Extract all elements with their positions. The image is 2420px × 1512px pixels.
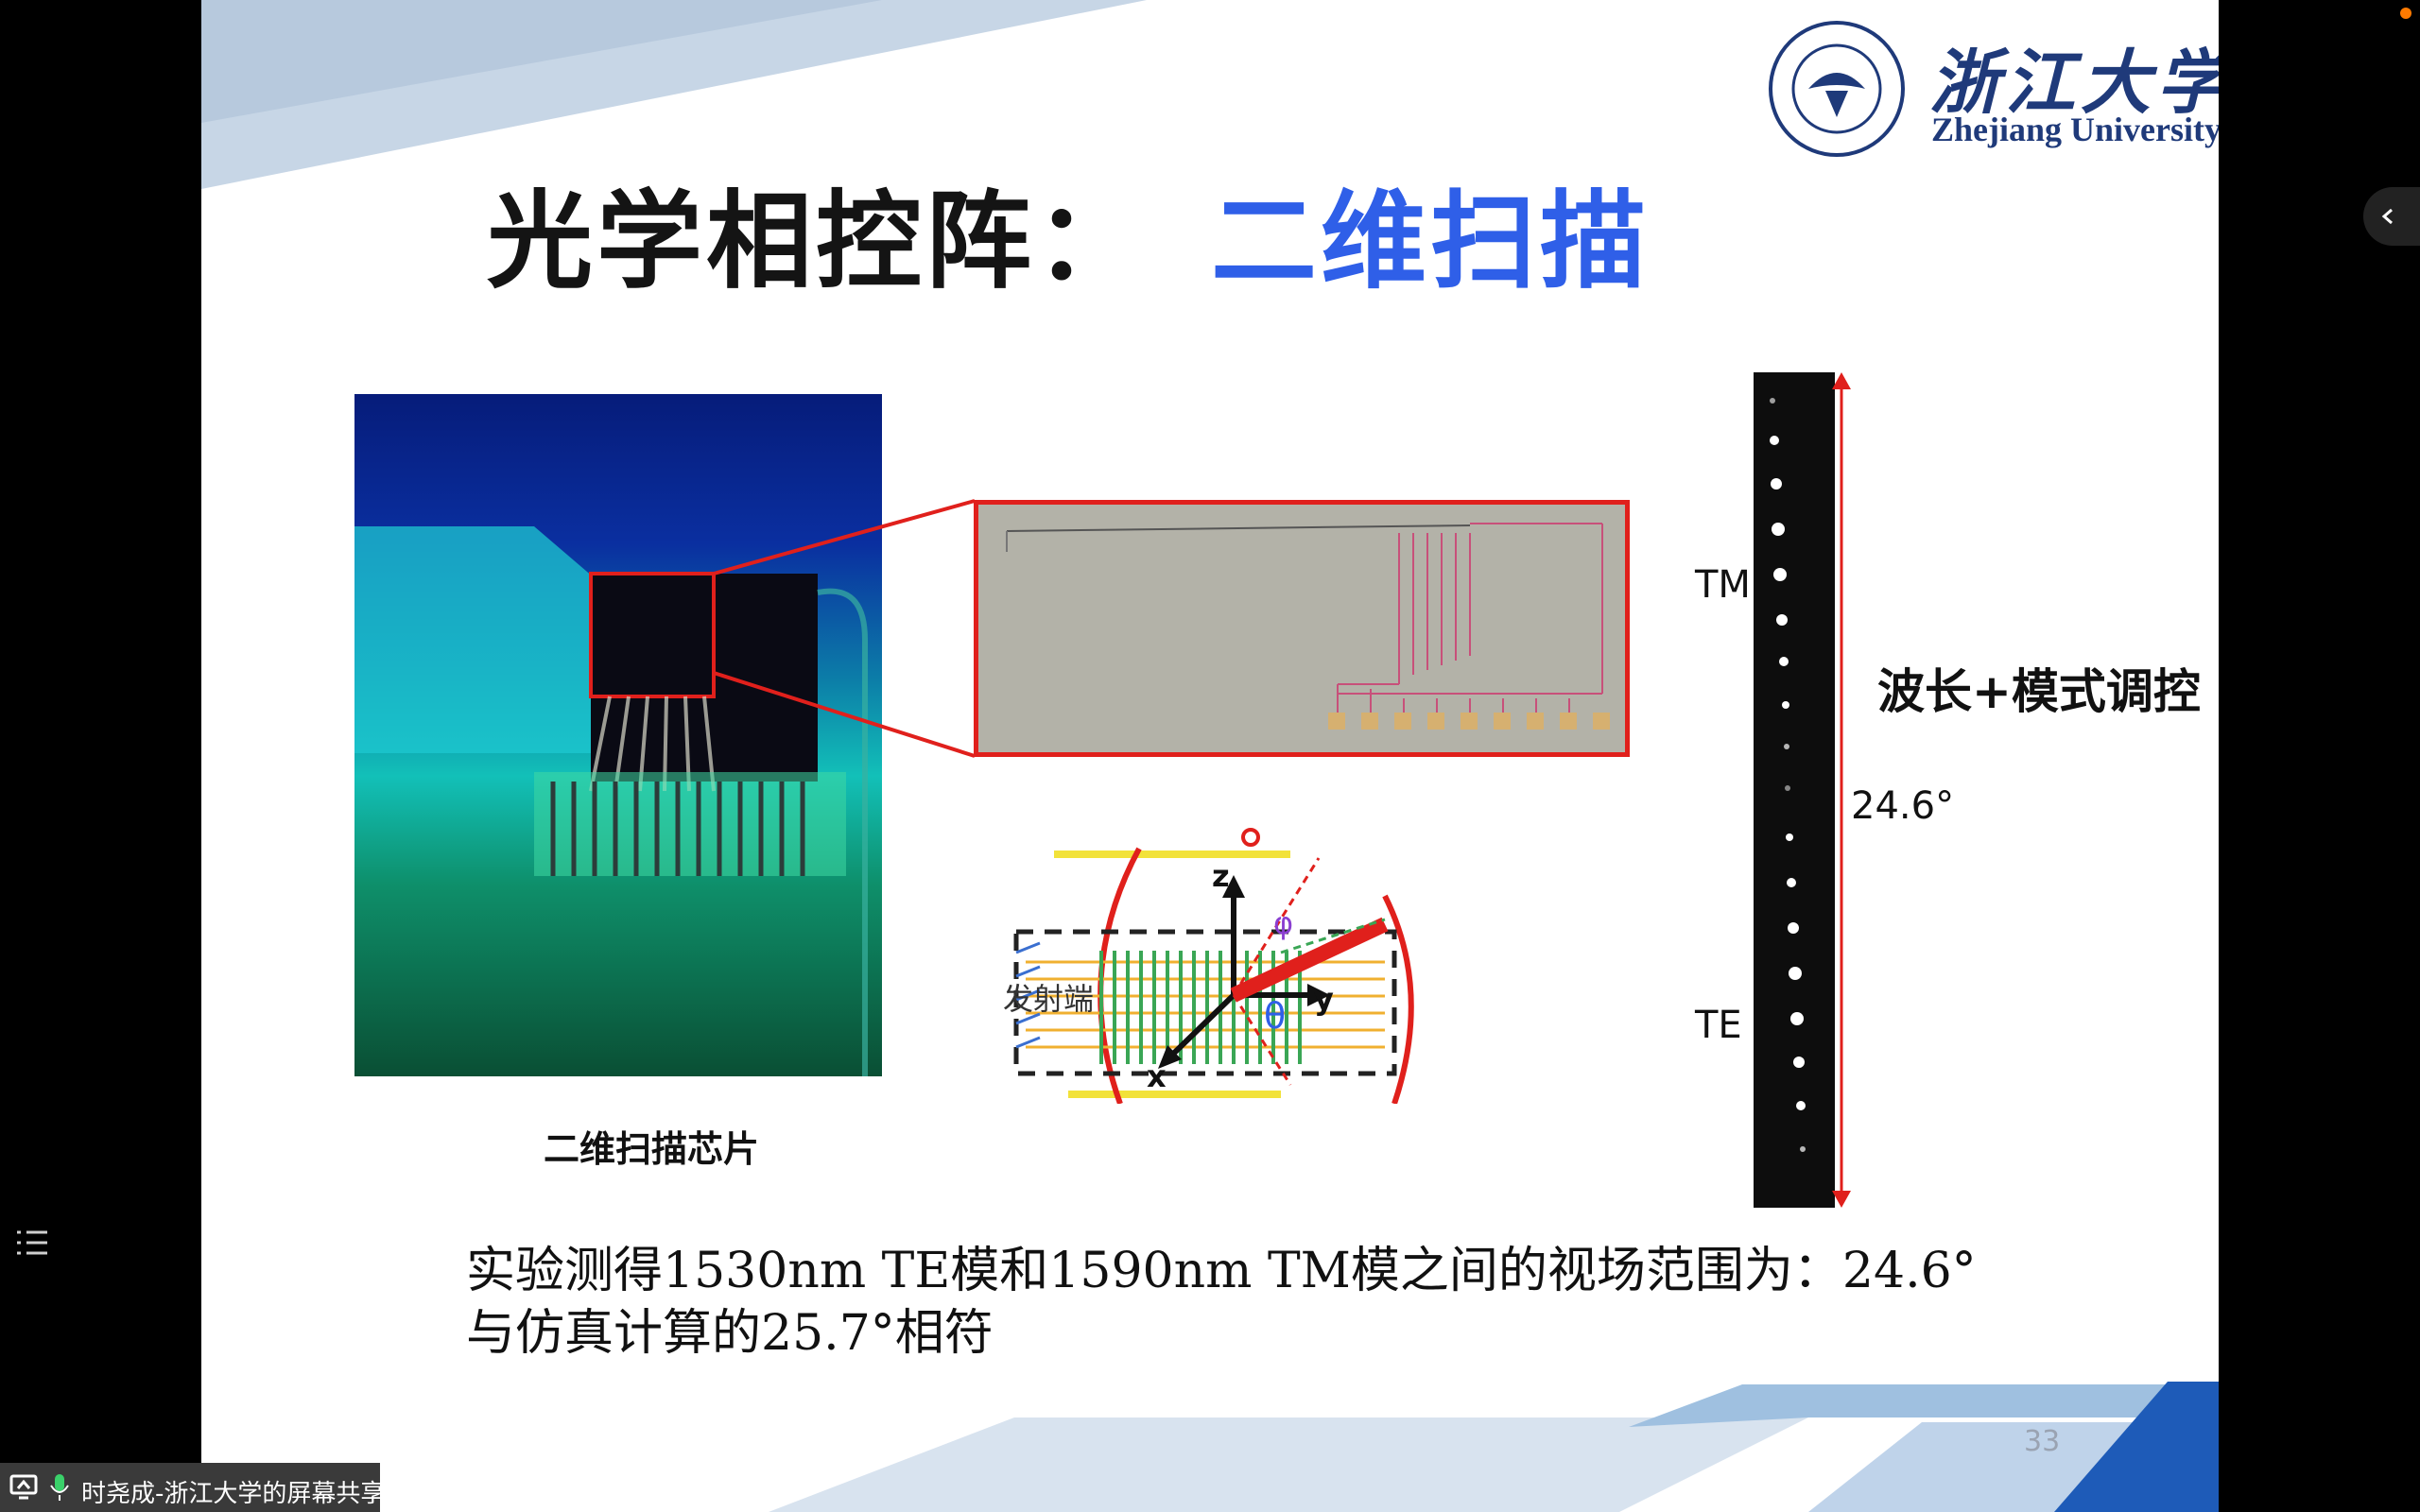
- phi-label: φ: [1273, 905, 1293, 941]
- wavelength-mode-title: 波长+模式调控: [1877, 664, 2201, 719]
- zoomed-chip-illustration: [1006, 523, 1610, 730]
- slide: 光学相控阵： 二维扫描 浙江大学 Zhejiang University: [201, 0, 2219, 1512]
- list-icon: [17, 1230, 47, 1255]
- presenter-share-text: 时尧成-浙江大学的屏幕共享: [81, 1480, 386, 1508]
- title-accent-text: 二维扫描: [1211, 180, 1650, 303]
- beam-spots: [1770, 398, 1806, 1152]
- result-line-1: 实验测得1530nm TE模和1590nm TM模之间的视场范围为：24.6°: [466, 1243, 1977, 1299]
- screen-share-indicator: [0, 1463, 380, 1512]
- university-logo: 浙江大学 Zhejiang University: [1769, 19, 2219, 161]
- scanning-diagram: z y x φ θ 发射端: [1003, 828, 1414, 1104]
- theta-label: θ: [1264, 995, 1286, 1037]
- screen-share-icon: [9, 1474, 38, 1500]
- axis-z-label: z: [1212, 858, 1230, 894]
- collapse-panel-button[interactable]: [2363, 187, 2420, 246]
- page-number: 33: [2024, 1425, 2061, 1458]
- result-line-2: 与仿真计算的25.7°相符: [466, 1305, 994, 1362]
- title-main-text: 光学相控阵：: [487, 180, 1145, 303]
- axis-x-label: x: [1147, 1058, 1167, 1094]
- zoomed-chip-view: [974, 500, 1630, 757]
- result-text: 实验测得1530nm TE模和1590nm TM模之间的视场范围为：24.6° …: [466, 1240, 1977, 1365]
- chevron-left-icon: [2381, 208, 2393, 225]
- chip-photo-illustration: [354, 526, 868, 1076]
- notification-dot: [2400, 8, 2411, 19]
- slide-background-decoration: [201, 0, 2219, 1512]
- chip-caption: 二维扫描芯片: [544, 1128, 760, 1170]
- microphone-icon: [50, 1474, 69, 1501]
- university-name-cn: 浙江大学: [1929, 43, 2219, 124]
- tm-label: TM: [1695, 563, 1751, 607]
- axis-y-label: y: [1314, 981, 1334, 1017]
- emitter-label: 发射端: [1003, 981, 1094, 1017]
- angle-range-arrow: [1832, 372, 1851, 1208]
- angle-label: 24.6°: [1851, 784, 1955, 828]
- te-label: TE: [1695, 1004, 1742, 1047]
- chip-photo: [354, 394, 882, 1076]
- far-field-beam-image: [1754, 372, 1835, 1208]
- list-menu-button[interactable]: [13, 1227, 51, 1259]
- university-seal: [1769, 21, 1905, 157]
- slide-title: 光学相控阵： 二维扫描: [487, 156, 1650, 309]
- university-name-en: Zhejiang University: [1931, 111, 2219, 148]
